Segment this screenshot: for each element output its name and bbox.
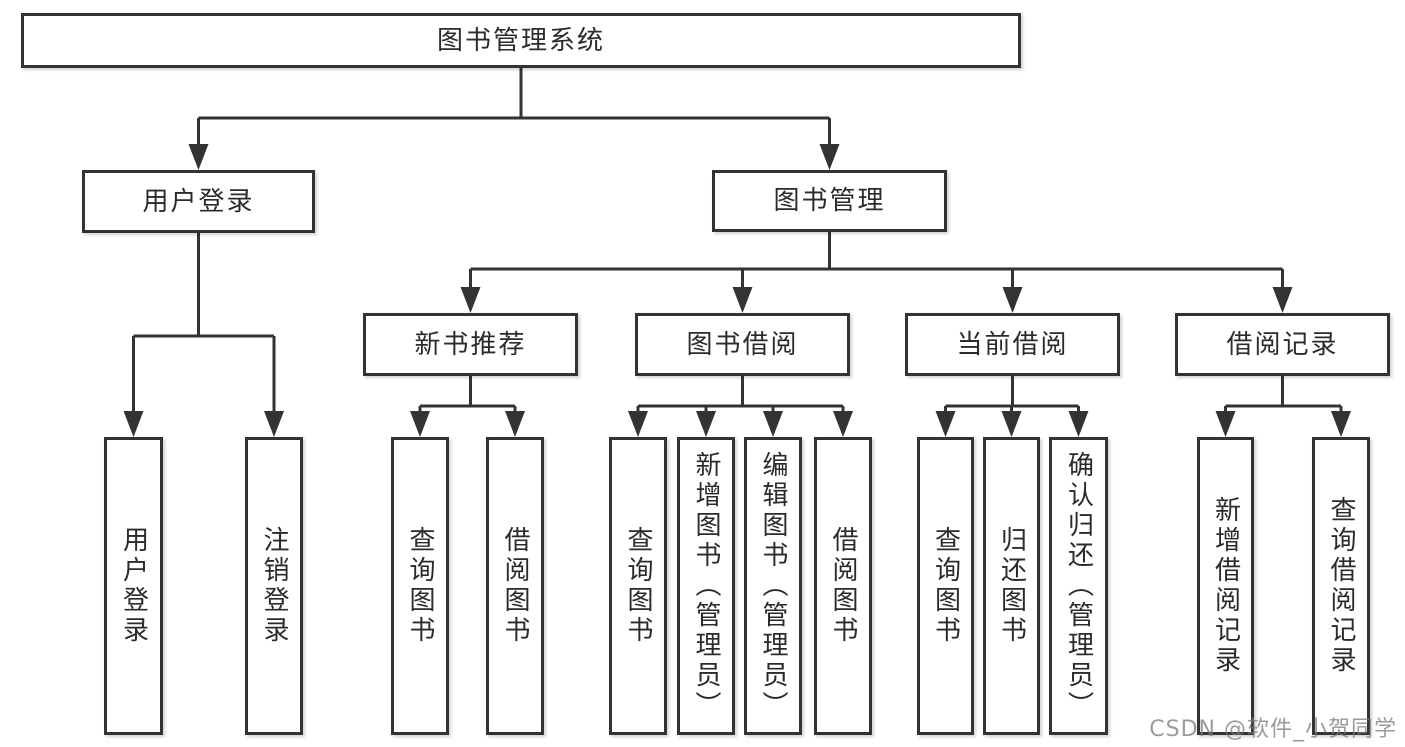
node-query-books-recommend: 查询图书: [391, 437, 449, 735]
node-confirm-return-admin: 确认归还（管理员）: [1049, 437, 1108, 735]
node-current-borrowing: 当前借阅: [905, 313, 1120, 376]
arrowheads: [123, 144, 1351, 437]
node-book-borrowing: 图书借阅: [635, 313, 850, 376]
node-user-login-action: 用户登录: [104, 437, 163, 735]
node-borrowing-records: 借阅记录: [1175, 313, 1390, 376]
node-return-books: 归还图书: [983, 437, 1040, 735]
watermark-text: CSDN @软件_小贺同学: [1149, 717, 1397, 742]
node-add-borrow-record: 新增借阅记录: [1197, 437, 1254, 735]
node-library-management-system: 图书管理系统: [21, 13, 1021, 68]
node-query-borrow-record: 查询借阅记录: [1312, 437, 1370, 735]
node-edit-books-admin: 编辑图书（管理员）: [744, 437, 802, 735]
node-borrow-books-recommend: 借阅图书: [486, 437, 544, 735]
node-book-management: 图书管理: [712, 170, 947, 232]
node-add-books-admin: 新增图书（管理员）: [677, 437, 735, 735]
node-borrow-books: 借阅图书: [814, 437, 872, 735]
node-query-books-borrow: 查询图书: [609, 437, 667, 735]
connector-path: [132, 68, 1343, 413]
node-user-login: 用户登录: [82, 170, 315, 233]
node-logout: 注销登录: [245, 437, 303, 735]
node-query-books-current: 查询图书: [917, 437, 974, 735]
node-new-book-recommendation: 新书推荐: [363, 313, 578, 376]
